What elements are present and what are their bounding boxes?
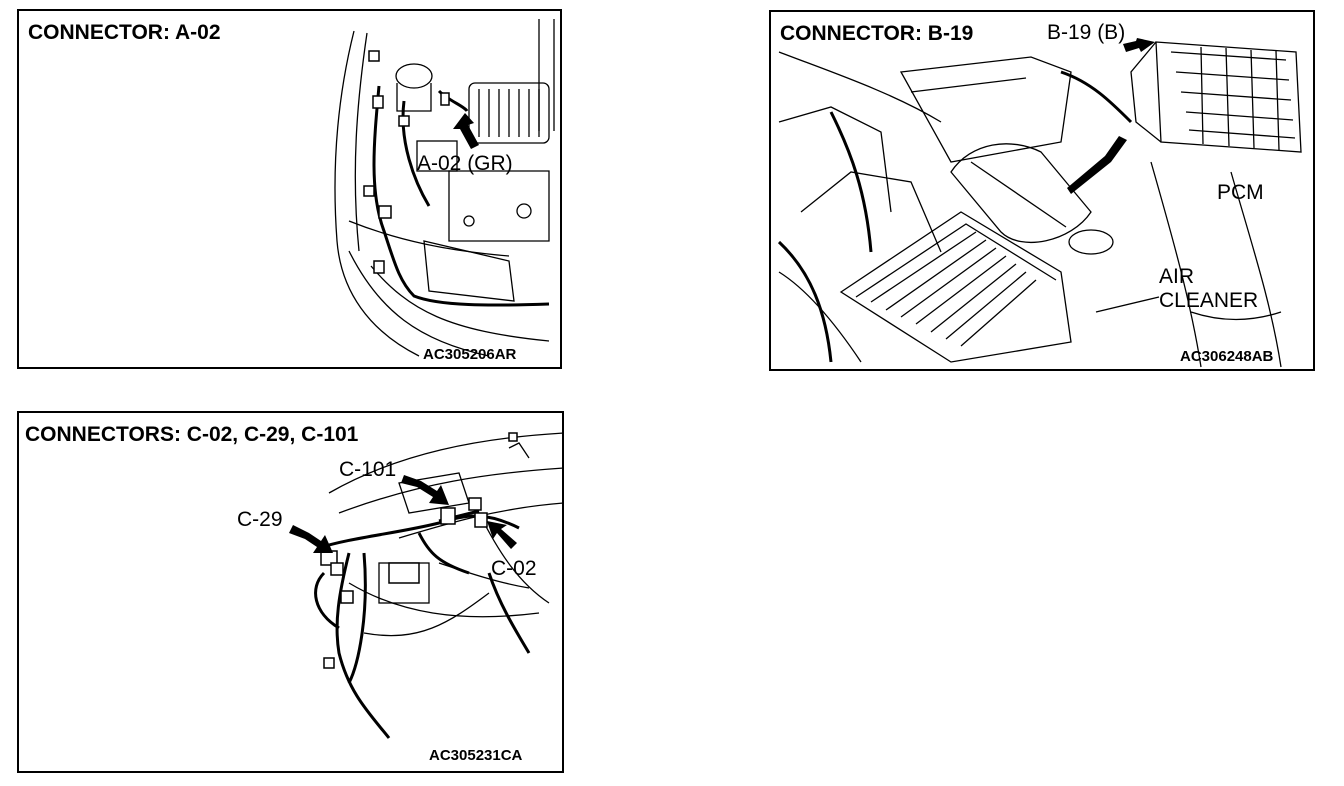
figure-code: AC305206AR [423, 346, 517, 363]
instrument-panel-illustration [289, 432, 562, 739]
panel-title: CONNECTORS: C-02, C-29, C-101 [25, 423, 359, 446]
connector-a02-panel: CONNECTOR: A-02 A-02 (GR) AC305206AR [17, 9, 562, 369]
a02-arrow [453, 113, 479, 149]
connector-c02-c29-c101-panel: CONNECTORS: C-02, C-29, C-101 C-101 C-29… [17, 411, 564, 773]
a02-label: A-02 (GR) [417, 152, 513, 175]
connector-b19-panel: CONNECTOR: B-19 B-19 (B) PCM AIR CLEANER… [769, 10, 1315, 371]
b19-pointer [1067, 136, 1127, 194]
c101-label: C-101 [339, 458, 397, 481]
engine-bay-illustration [334, 19, 555, 357]
cleaner-label: CLEANER [1159, 289, 1259, 312]
panel-title: CONNECTOR: A-02 [28, 21, 221, 44]
b19-label: B-19 (B) [1047, 21, 1126, 44]
figure-code: AC306248AB [1180, 348, 1274, 365]
c29-arrow [289, 525, 333, 553]
c02-arrow [487, 521, 517, 549]
c101-arrow [401, 475, 449, 505]
air-cleaner-pcm-illustration [777, 38, 1302, 368]
pcm-label: PCM [1217, 181, 1264, 204]
b19-arrow [1123, 38, 1155, 52]
air-label: AIR [1159, 265, 1195, 288]
c02-label: C-02 [491, 557, 537, 580]
figure-code: AC305231CA [429, 747, 523, 764]
panel-title: CONNECTOR: B-19 [780, 22, 974, 45]
c29-label: C-29 [237, 508, 283, 531]
